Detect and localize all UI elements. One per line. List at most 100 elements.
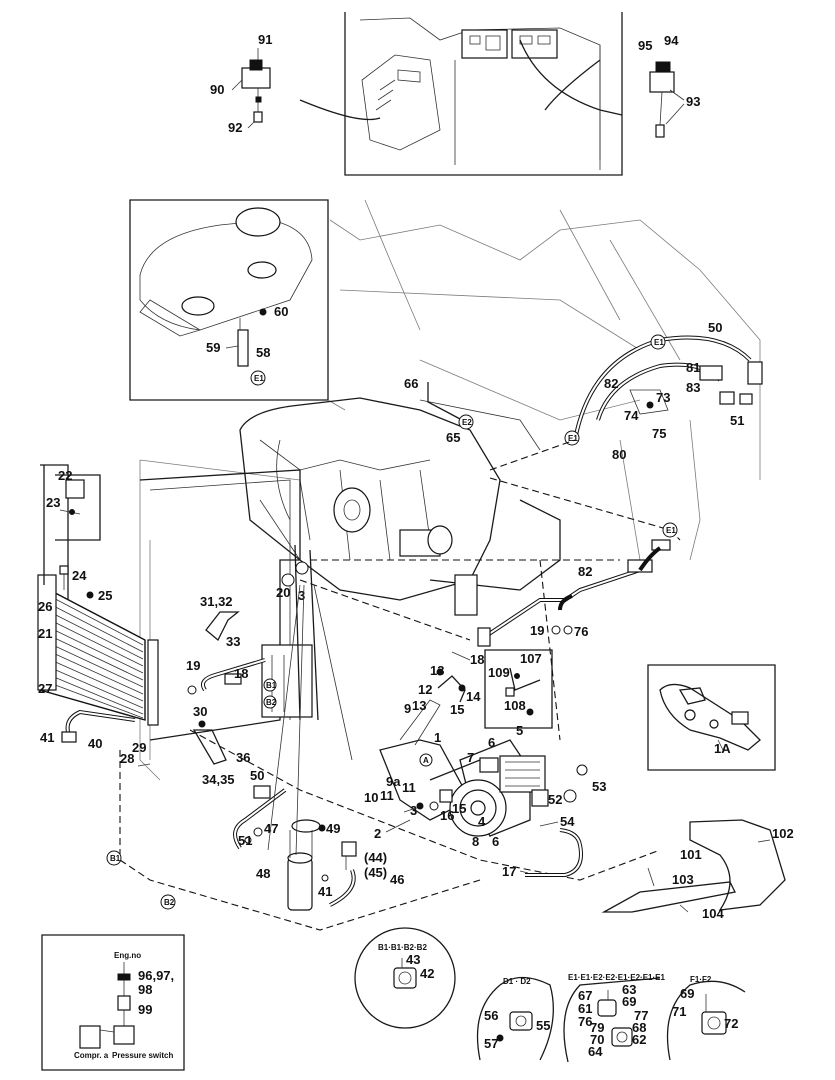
svg-text:B1: B1 — [110, 854, 121, 863]
callout-67: 67 — [578, 988, 592, 1003]
callout-103: 103 — [672, 872, 694, 887]
callout-95: 95 — [638, 38, 652, 53]
bracket-12 — [436, 668, 466, 703]
callout-6-top: 6 — [488, 735, 495, 750]
upper-hose-assembly — [573, 335, 763, 441]
callout-45: (45) — [364, 865, 387, 880]
callout-53: 53 — [592, 779, 606, 794]
callout-15-low: 15 — [452, 801, 466, 816]
callout-96-97: 96,97, — [138, 968, 174, 983]
callout-42: 42 — [420, 966, 434, 981]
callout-60: 60 — [274, 304, 288, 319]
rocker-switch-90 — [241, 48, 271, 123]
wiring-legend-box: Eng.no Compr. a Pressure switch — [41, 934, 185, 1071]
callout-18-right: 18 — [470, 652, 484, 667]
callout-19-left: 19 — [186, 658, 200, 673]
connector-tag-b1-rad — [263, 678, 277, 692]
callout-104: 104 — [702, 906, 724, 921]
callout-82-top: 82 — [604, 376, 618, 391]
detail-box-107 — [484, 649, 553, 729]
callout-92: 92 — [228, 120, 242, 135]
callout-28: 28 — [120, 751, 134, 766]
callout-64: 64 — [588, 1044, 603, 1059]
connector-tag-e1-upper — [564, 430, 580, 446]
callout-26: 26 — [38, 599, 52, 614]
callout-1: 1 — [434, 730, 441, 745]
callout-31-32: 31,32 — [200, 594, 233, 609]
callout-94: 94 — [664, 33, 679, 48]
callout-41-left: 41 — [40, 730, 54, 745]
callout-15-top: 15 — [450, 702, 464, 717]
guard-plate — [601, 819, 786, 913]
callout-63: 63 — [622, 982, 636, 997]
svg-text:B2: B2 — [266, 698, 277, 707]
callout-20: 20 — [276, 585, 290, 600]
connector-tag-b2 — [160, 894, 176, 910]
callout-8: 8 — [472, 834, 479, 849]
callout-98: 98 — [138, 982, 152, 997]
svg-text:Eng.no: Eng.no — [114, 951, 141, 960]
callout-50-top: 50 — [708, 320, 722, 335]
callout-52: 52 — [548, 792, 562, 807]
callout-56: 56 — [484, 1008, 498, 1023]
callout-33: 33 — [226, 634, 240, 649]
hose-18-left — [187, 658, 266, 695]
callout-36: 36 — [236, 750, 250, 765]
bracket-1a-inset — [647, 664, 776, 771]
callout-4: 4 — [478, 814, 486, 829]
callout-34-35: 34,35 — [202, 772, 235, 787]
callout-12: 12 — [418, 682, 432, 697]
callout-71: 71 — [672, 1004, 686, 1019]
callout-48: 48 — [256, 866, 270, 881]
callout-3-top: 3 — [298, 588, 305, 603]
connector-tag-e1-hose — [650, 334, 666, 350]
callout-83: 83 — [686, 380, 700, 395]
hose-40 — [61, 709, 136, 743]
callout-58: 58 — [256, 345, 270, 360]
callout-24: 24 — [72, 568, 87, 583]
callout-74: 74 — [624, 408, 639, 423]
callout-101: 101 — [680, 847, 702, 862]
callout-62: 62 — [632, 1032, 646, 1047]
svg-text:Pressure switch: Pressure switch — [112, 1051, 173, 1060]
callout-14: 14 — [466, 689, 481, 704]
callout-102: 102 — [772, 826, 794, 841]
callout-77: 77 — [634, 1008, 648, 1023]
callout-91: 91 — [258, 32, 272, 47]
svg-text:B1: B1 — [266, 681, 277, 690]
callout-109: 109 — [488, 665, 510, 680]
callout-29: 29 — [132, 740, 146, 755]
callout-18-left: 18 — [234, 666, 248, 681]
callout-59: 59 — [206, 340, 220, 355]
bracket-34 — [192, 729, 227, 765]
callout-49: 49 — [326, 821, 340, 836]
connector-tag-b1 — [106, 850, 122, 866]
receiver-drier-assembly — [233, 785, 357, 911]
cab-dashboard-inset — [299, 12, 623, 176]
callout-76: 76 — [574, 624, 588, 639]
callout-13-top: 13 — [430, 663, 444, 678]
callout-43: 43 — [406, 952, 420, 967]
callout-54: 54 — [560, 814, 575, 829]
callout-10: 10 — [364, 790, 378, 805]
callout-69-f: 69 — [680, 986, 694, 1001]
callout-51-low: 51 — [238, 833, 252, 848]
callout-57: 57 — [484, 1036, 498, 1051]
connector-tag-a1 — [281, 573, 295, 587]
svg-text:Compr. a: Compr. a — [74, 1051, 109, 1060]
svg-text:E2: E2 — [462, 418, 472, 427]
callout-46: 46 — [390, 872, 404, 887]
bracket-31 — [205, 611, 240, 642]
callout-44: (44) — [364, 850, 387, 865]
callout-81: 81 — [686, 360, 700, 375]
callout-21: 21 — [38, 626, 52, 641]
connector-tag-e1-right — [662, 522, 678, 538]
callout-25: 25 — [98, 588, 112, 603]
callout-23: 23 — [46, 495, 60, 510]
callout-40: 40 — [88, 736, 102, 751]
svg-text:B1·B1·B2·B2: B1·B1·B2·B2 — [378, 943, 427, 952]
callout-3-low: 3 — [410, 803, 417, 818]
svg-text:E1: E1 — [254, 374, 264, 383]
callout-16: 16 — [440, 808, 454, 823]
